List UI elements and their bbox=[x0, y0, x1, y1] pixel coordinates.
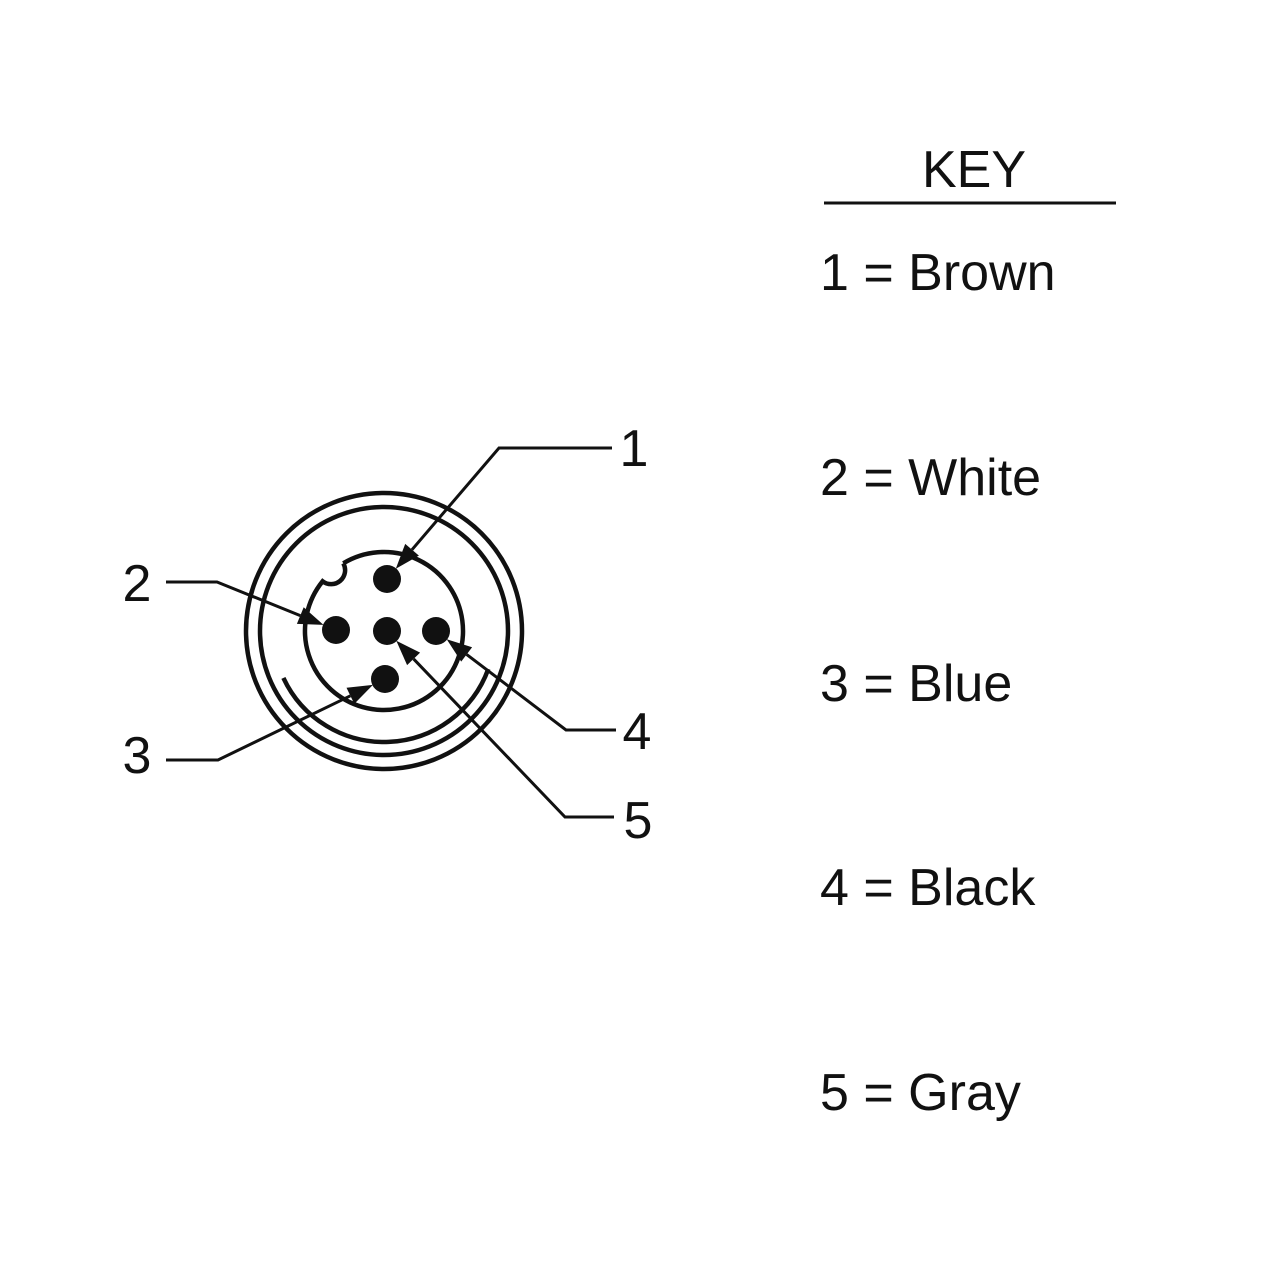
pin-5-label: 5 bbox=[624, 792, 653, 850]
key-entry-pin2: 2 = White bbox=[820, 449, 1041, 507]
pin-2-dot bbox=[322, 616, 350, 644]
key-title: KEY bbox=[922, 141, 1026, 199]
pins bbox=[322, 565, 450, 693]
key-entry-pin1: 1 = Brown bbox=[820, 244, 1056, 302]
pin-2-arrowhead-icon bbox=[296, 607, 324, 625]
pin-4-arrowhead-icon bbox=[446, 639, 473, 662]
pin-2-leader-line bbox=[166, 580, 301, 617]
pin-1-arrowhead-icon bbox=[395, 543, 419, 569]
pin-4-label: 4 bbox=[623, 703, 652, 761]
pin-1-dot bbox=[373, 565, 401, 593]
pin-3-label: 3 bbox=[123, 727, 152, 785]
key-panel: KEY 1 = Brown 2 = White 3 = Blue 4 = Bla… bbox=[820, 141, 1116, 1122]
leader-arrowheads bbox=[296, 543, 473, 704]
pin-4-dot bbox=[422, 617, 450, 645]
pin-5-arrowhead-icon bbox=[396, 640, 421, 666]
pin-2-label: 2 bbox=[123, 555, 152, 613]
pin-3-arrowhead-icon bbox=[346, 684, 373, 704]
shell-bottom-arc bbox=[281, 668, 491, 745]
pin-4-leader-line bbox=[465, 653, 616, 732]
pin-3-leader-line bbox=[166, 694, 352, 762]
outer-ring-circle bbox=[243, 490, 525, 772]
pin-3-dot bbox=[371, 665, 399, 693]
pin-number-labels: 1 2 3 4 5 bbox=[123, 420, 653, 850]
pin-5-dot bbox=[373, 617, 401, 645]
key-entry-pin3: 3 = Blue bbox=[820, 655, 1012, 713]
inner-ring-circle bbox=[257, 504, 511, 758]
key-entry-pin5: 5 = Gray bbox=[820, 1064, 1021, 1122]
pin-1-label: 1 bbox=[620, 420, 649, 478]
key-entry-pin4: 4 = Black bbox=[820, 859, 1036, 917]
pin-1-leader-line bbox=[410, 446, 612, 551]
leader-lines bbox=[166, 446, 616, 819]
pin-5-leader-line bbox=[412, 657, 614, 819]
insert-circle-with-keyway-notch bbox=[302, 549, 466, 713]
connector-face bbox=[243, 490, 525, 772]
